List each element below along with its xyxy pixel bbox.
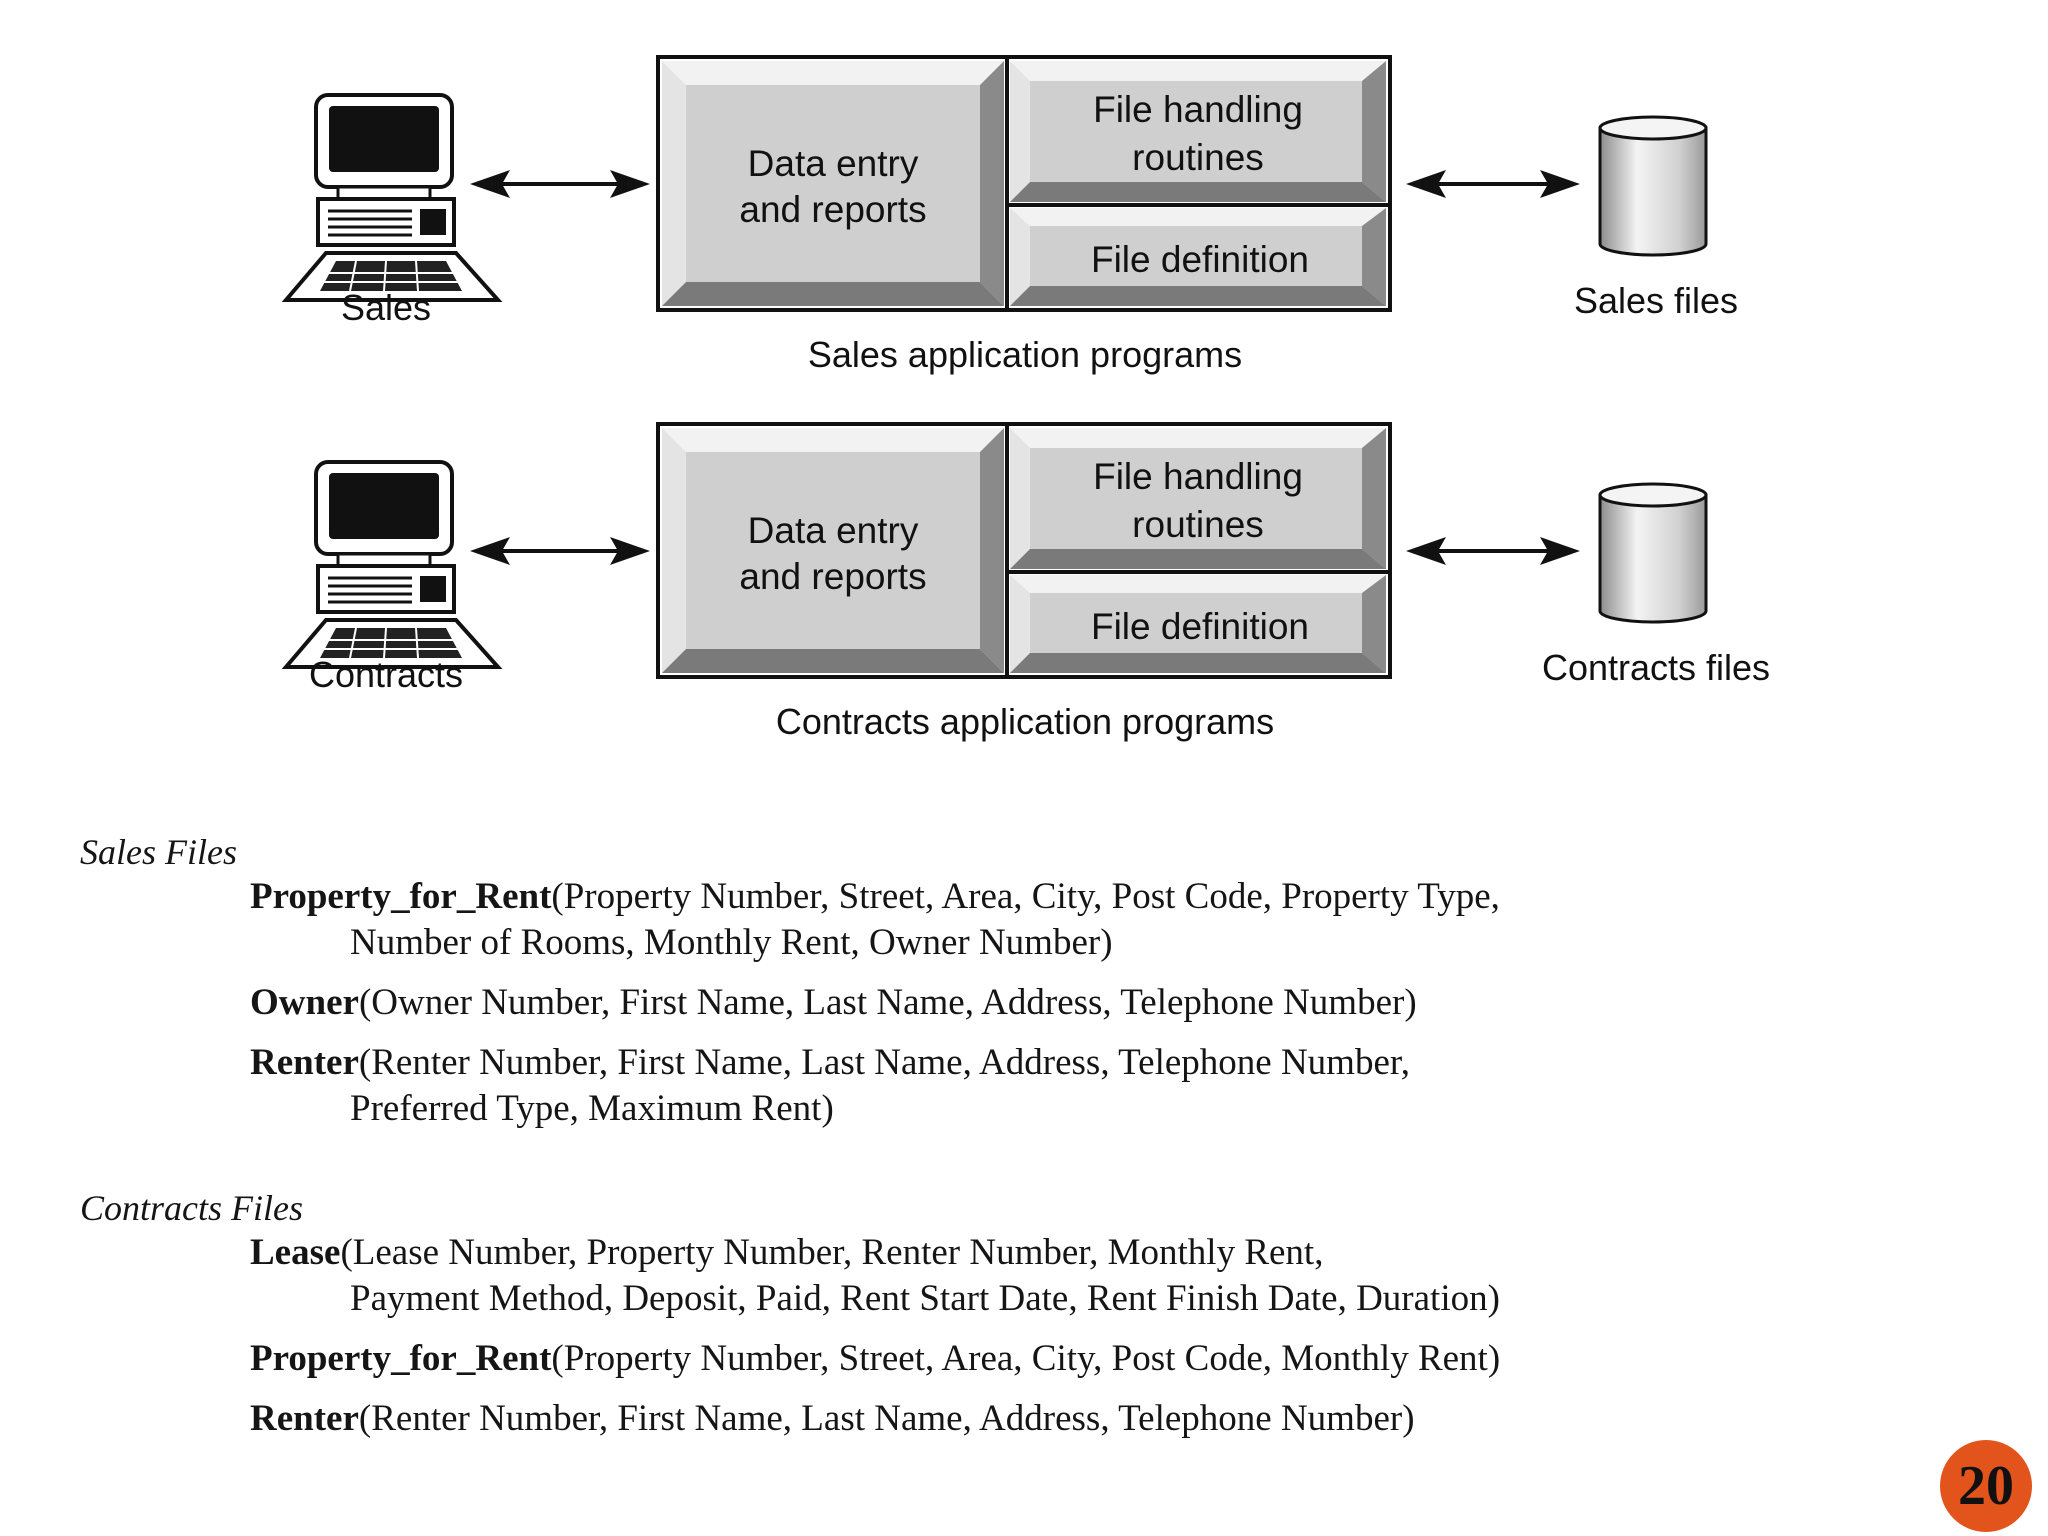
contracts-data-entry-label-2: and reports [739, 556, 926, 597]
entry-fields-continued: Payment Method, Deposit, Paid, Rent Star… [350, 1278, 1500, 1319]
entry-name: Owner [250, 982, 359, 1023]
contracts-user-arrow [470, 537, 650, 565]
sales-computer-icon [284, 93, 500, 302]
entry-fields-continued: Number of Rooms, Monthly Rent, Owner Num… [350, 922, 1113, 963]
sales-file-definition-label: File definition [1091, 239, 1309, 280]
contracts-data-entry-label-1: Data entry [748, 510, 919, 551]
entry-fields: (Property Number, Street, Area, City, Po… [551, 876, 1500, 917]
entry-sales-renter: Renter(Renter Number, First Name, Last N… [250, 1040, 1970, 1132]
entry-contracts-renter: Renter(Renter Number, First Name, Last N… [250, 1396, 1970, 1442]
entry-sales-property-for-rent: Property_for_Rent(Property Number, Stree… [250, 874, 1970, 966]
entry-fields-continued: Preferred Type, Maximum Rent) [350, 1088, 834, 1129]
entry-fields: (Property Number, Street, Area, City, Po… [551, 1338, 1501, 1379]
file-based-system-diagram: Sales [284, 55, 1770, 742]
sales-programs-label: Sales application programs [808, 334, 1242, 375]
contracts-routines-label: routines [1132, 504, 1264, 545]
entry-name: Renter [250, 1398, 359, 1439]
entry-fields: (Lease Number, Property Number, Renter N… [340, 1232, 1324, 1273]
section-title-sales-files: Sales Files [80, 832, 237, 872]
entry-name: Property_for_Rent [250, 1338, 552, 1379]
sales-user-arrow [470, 170, 650, 198]
sales-data-entry-label-1: Data entry [748, 143, 919, 184]
contracts-file-handling-label: File handling [1093, 456, 1303, 497]
entry-name: Property_for_Rent [250, 876, 552, 917]
contracts-row: Contracts Data entry an [284, 422, 1770, 742]
contracts-programs-box: Data entry and reports File handling rou… [656, 422, 1392, 679]
sales-user-label: Sales [341, 287, 431, 328]
sales-file-handling-label: File handling [1093, 89, 1303, 130]
contracts-user-label: Contracts [309, 654, 463, 695]
contracts-programs-label: Contracts application programs [776, 701, 1274, 742]
sales-files-arrow [1406, 170, 1580, 198]
entry-name: Renter [250, 1042, 359, 1083]
contracts-computer-icon [284, 460, 500, 669]
entry-fields: (Owner Number, First Name, Last Name, Ad… [358, 982, 1417, 1023]
sales-programs-box: Data entry and reports File handling rou… [656, 55, 1392, 312]
contracts-files-label: Contracts files [1542, 647, 1770, 688]
contracts-files-database-icon [1598, 482, 1708, 624]
file-descriptions: Sales Files Property_for_Rent(Property N… [0, 830, 2048, 1442]
sales-routines-label: routines [1132, 137, 1264, 178]
section-title-contracts-files: Contracts Files [80, 1188, 303, 1228]
sales-row: Sales [284, 55, 1738, 375]
contracts-file-definition-label: File definition [1091, 606, 1309, 647]
entry-fields: (Renter Number, First Name, Last Name, A… [358, 1398, 1415, 1439]
page-number-badge: 20 [1940, 1440, 2032, 1532]
entry-fields: (Renter Number, First Name, Last Name, A… [358, 1042, 1410, 1083]
entry-name: Lease [250, 1232, 341, 1273]
sales-files-database-icon [1598, 115, 1708, 257]
contracts-files-arrow [1406, 537, 1580, 565]
entry-contracts-property-for-rent: Property_for_Rent(Property Number, Stree… [250, 1336, 1970, 1382]
sales-data-entry-label-2: and reports [739, 189, 926, 230]
entry-contracts-lease: Lease(Lease Number, Property Number, Ren… [250, 1230, 1970, 1322]
entry-sales-owner: Owner(Owner Number, First Name, Last Nam… [250, 980, 1970, 1026]
sales-files-label: Sales files [1574, 280, 1738, 321]
